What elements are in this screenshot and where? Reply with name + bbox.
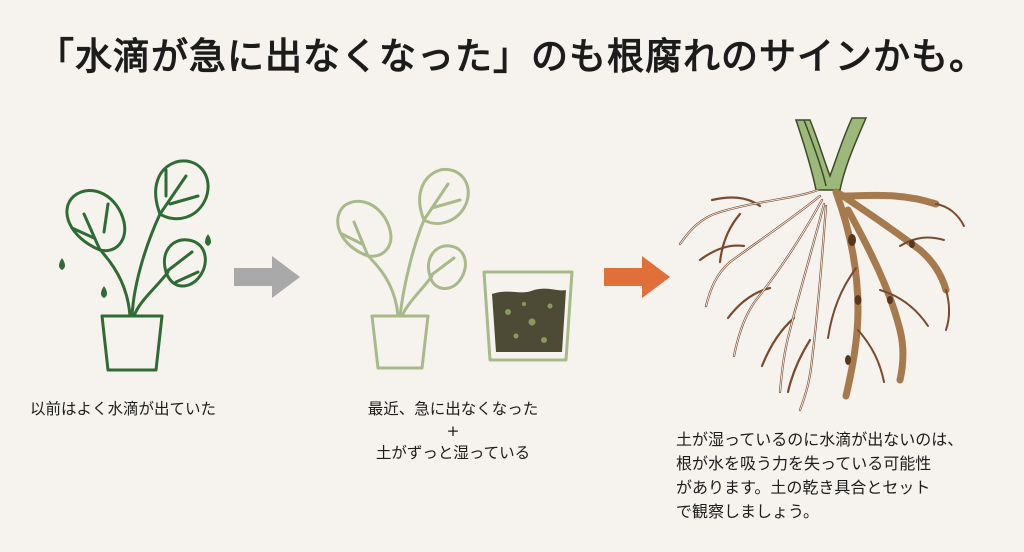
caption-now-line1: 最近、急に出なくなった bbox=[367, 400, 539, 418]
faded-plant-icon bbox=[336, 167, 470, 370]
note-line: で観察しましょう。 bbox=[676, 502, 820, 521]
healthy-plant-icon bbox=[65, 159, 210, 372]
caption-before: 以前はよく水滴が出ていた bbox=[30, 400, 217, 418]
note-line: があります。土の乾き具合とセット bbox=[676, 478, 931, 497]
water-drop-icon bbox=[59, 234, 211, 298]
explanation-note: 土が湿っているのに水滴が出ないのは、 根が水を吸う力を失っている可能性 がありま… bbox=[676, 428, 996, 524]
arrow-right-icon bbox=[234, 256, 300, 298]
note-line: 根が水を吸う力を失っている可能性 bbox=[676, 454, 932, 473]
caption-now: 最近、急に出なくなった + 土がずっと湿っている bbox=[338, 398, 568, 464]
page-title: 「水滴が急に出なくなった」のも根腐れのサインかも。 bbox=[37, 34, 987, 78]
wet-soil-glass-icon bbox=[482, 270, 574, 362]
caption-now-line2: 土がずっと湿っている bbox=[375, 444, 531, 462]
caption-plus: + bbox=[446, 422, 460, 440]
note-line: 土が湿っているのに水滴が出ないのは、 bbox=[676, 430, 964, 449]
rotting-roots-icon bbox=[678, 117, 965, 412]
arrow-right-icon bbox=[604, 256, 670, 298]
